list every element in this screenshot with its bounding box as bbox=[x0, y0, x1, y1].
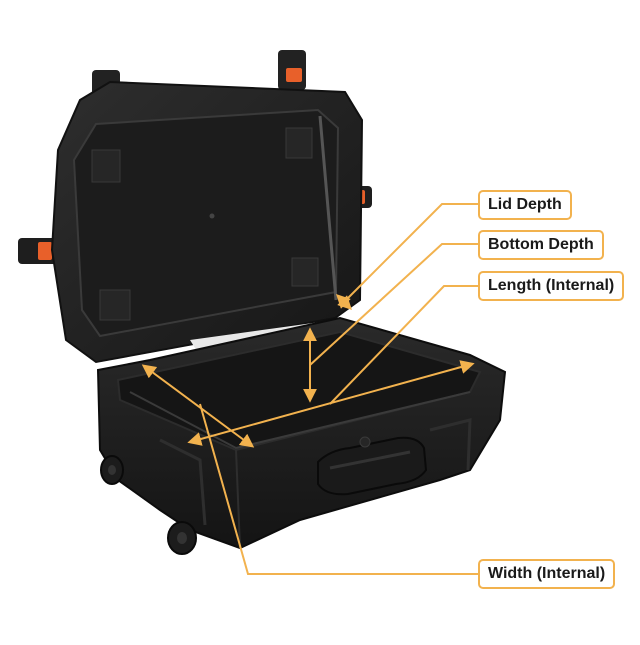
wheel-back bbox=[100, 455, 124, 485]
label-width-internal: Width (Internal) bbox=[478, 559, 616, 589]
label-lid-depth: Lid Depth bbox=[478, 190, 572, 220]
label-length-internal: Length (Internal) bbox=[478, 271, 625, 301]
leader-lid-depth bbox=[343, 203, 478, 303]
leader-length bbox=[329, 285, 478, 405]
leader-bottom-depth bbox=[309, 243, 478, 366]
label-bottom-depth: Bottom Depth bbox=[478, 230, 604, 260]
side-latch-left bbox=[18, 238, 62, 264]
wheel-front bbox=[167, 521, 197, 555]
callout-leaders bbox=[199, 203, 478, 575]
leader-width bbox=[199, 403, 478, 575]
case-lid bbox=[50, 80, 364, 364]
case-base bbox=[96, 316, 507, 550]
lid-top-latch-right bbox=[278, 50, 306, 90]
